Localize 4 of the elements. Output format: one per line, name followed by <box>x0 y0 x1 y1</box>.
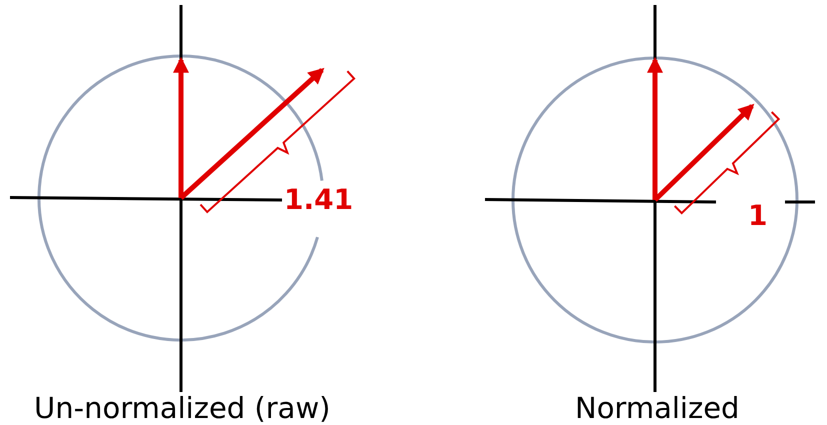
dimension-value: 1.41 <box>284 186 354 214</box>
dimension-value: 1 <box>748 202 768 230</box>
panel-caption: Un-normalized (raw) <box>34 394 330 423</box>
panel-caption: Normalized <box>575 394 740 423</box>
